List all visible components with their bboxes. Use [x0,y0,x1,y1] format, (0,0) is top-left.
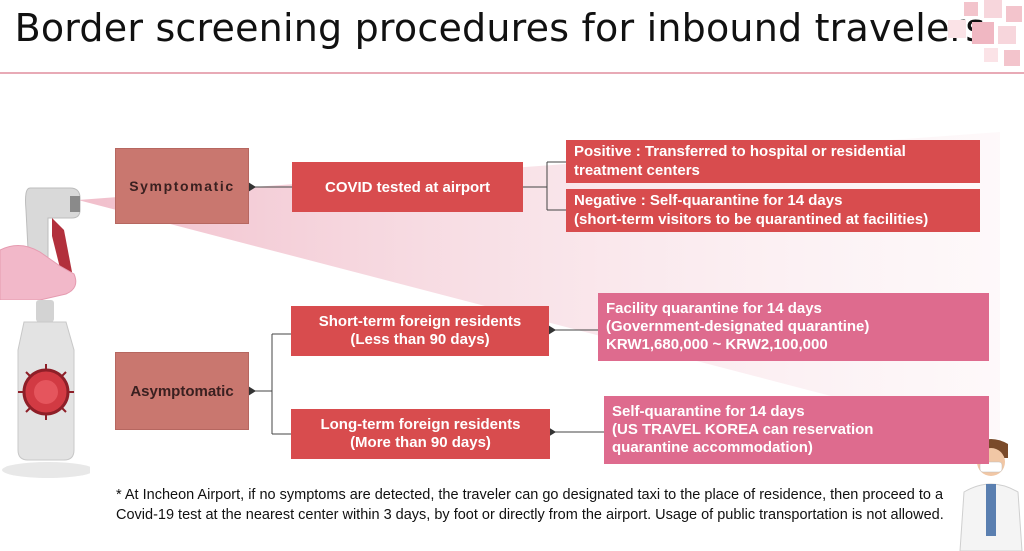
footnote: * At Incheon Airport, if no symptoms are… [116,487,944,523]
page-title: Border screening procedures for inbound … [14,6,986,50]
symptomatic-box: Symptomatic [115,148,249,224]
asymptomatic-box: Asymptomatic [115,352,249,430]
virus-icon [18,364,74,420]
positive-outcome-box: Positive : Transferred to hospital or re… [566,140,980,183]
short-term-residents-box: Short-term foreign residents (Less than … [291,306,549,356]
covid-test-box: COVID tested at airport [292,162,523,212]
long-term-residents-box: Long-term foreign residents (More than 9… [291,409,550,459]
sanitizer-bottle-icon [2,300,90,478]
self-quarantine-box: Self-quarantine for 14 days (US TRAVEL K… [604,396,989,464]
thermometer-gun-icon [0,187,81,300]
title-divider [0,72,1024,74]
negative-outcome-box: Negative : Self-quarantine for 14 days (… [566,189,980,232]
facility-quarantine-box: Facility quarantine for 14 days (Governm… [598,293,989,361]
decorative-squares [944,0,1024,70]
